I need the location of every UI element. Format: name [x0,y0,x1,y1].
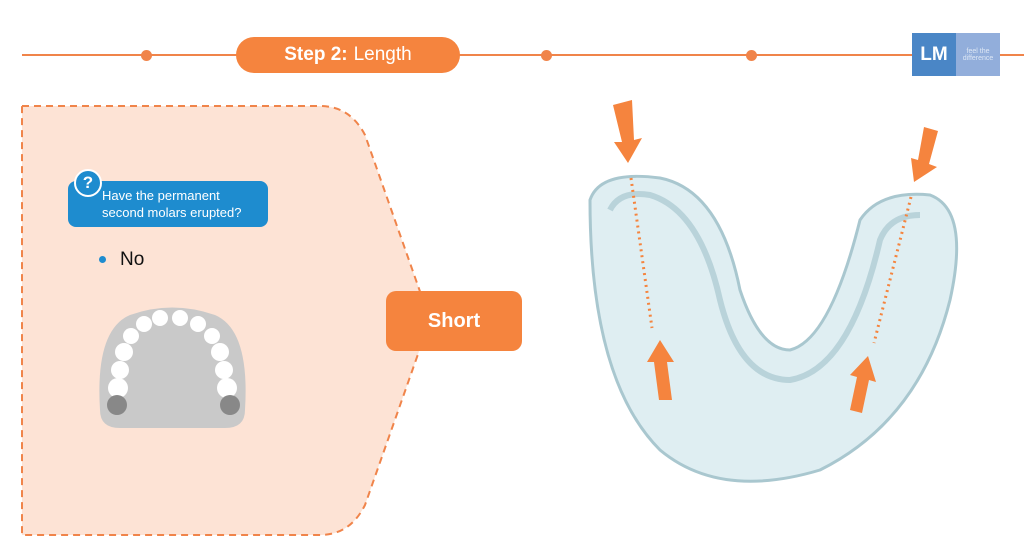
current-step-pill: Step 2:Length [236,37,460,73]
result-short-button[interactable]: Short [386,291,522,351]
question-mark-icon: ? [74,169,102,197]
logo-mark: LM [912,33,956,76]
progress-line [22,54,1024,56]
progress-dot[interactable] [541,50,552,61]
step-prefix: Step 2: [284,44,348,65]
answer-item[interactable]: No [98,249,145,271]
step-name: Length [353,44,412,65]
logo-tagline: feel the difference [956,33,1000,76]
question-text-line1: Have the permanent [102,188,220,203]
progress-dot[interactable] [746,50,757,61]
dental-arch-icon [99,307,246,428]
progress-dot[interactable] [141,50,152,61]
answer-label: No [120,249,145,270]
question-text-line2: second molars erupted? [102,205,242,220]
trainer-appliance-image [588,100,959,483]
question-bubble: Have the permanent second molars erupted? [68,181,268,227]
